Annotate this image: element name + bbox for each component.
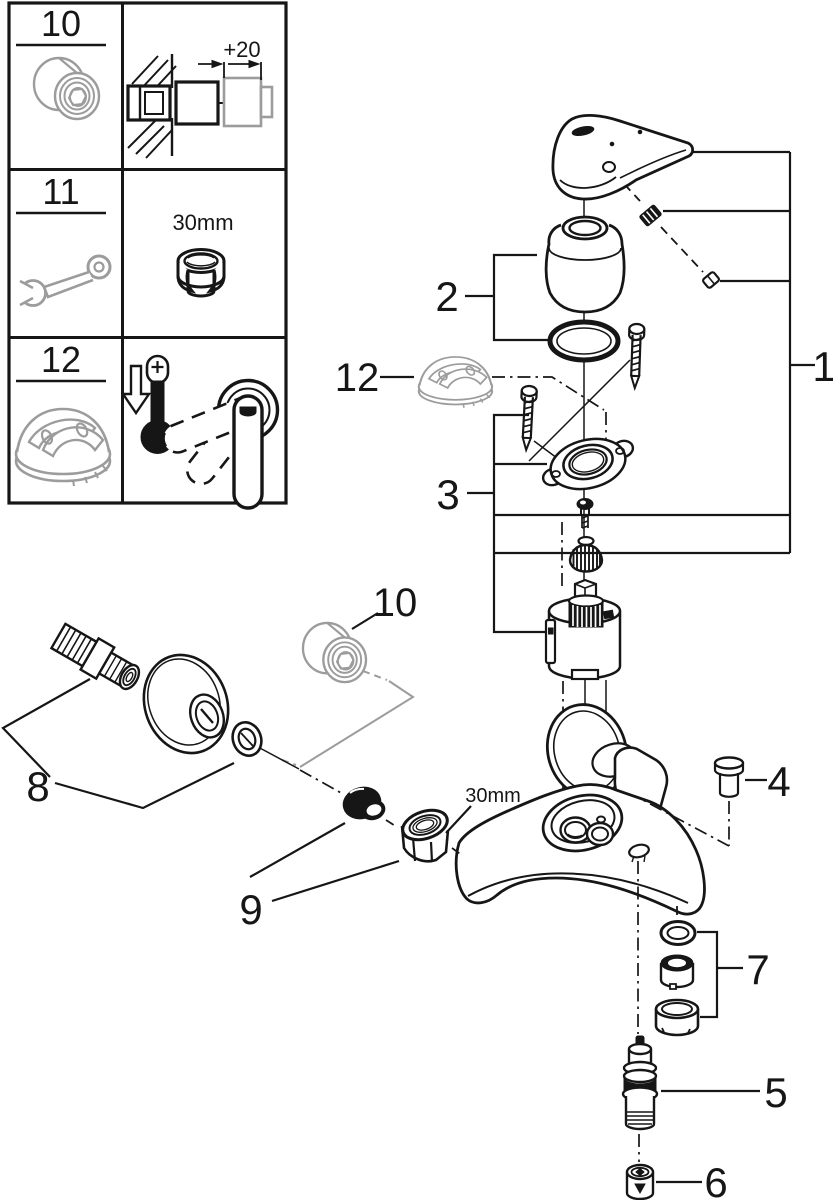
arrow-down-icon [120, 364, 152, 416]
assembly-dash-lines [385, 798, 730, 1162]
part-union-nut-30mm [400, 808, 450, 863]
temp-limiter-cap-icon [14, 407, 112, 488]
plus20-label: +20 [223, 37, 260, 62]
dimension-plus20: +20 [198, 37, 262, 80]
legend-number-12: 12 [41, 339, 81, 380]
part-o-ring [547, 319, 621, 363]
callout-4: 4 [767, 758, 790, 805]
part-mixer-body [454, 703, 706, 916]
wall-section-icon [126, 54, 274, 159]
part-aerator-insert [659, 954, 695, 990]
part-temp-stop-knob [568, 535, 604, 573]
callout-10: 10 [373, 581, 418, 625]
nut-30mm-icon [176, 248, 226, 298]
part-grub-screw [639, 204, 662, 227]
nut-size-label: 30mm [172, 210, 233, 235]
exploded-view: 1 2 3 4 5 6 7 8 9 10 12 30mm [1, 114, 833, 1200]
part-aerator-o-ring [659, 920, 697, 946]
part-wall-escutcheon [142, 653, 230, 755]
legend-row-12: 12 [14, 339, 280, 510]
part-screw-plug [702, 271, 720, 289]
callout-12: 12 [335, 356, 380, 400]
part-check-valve [621, 1035, 659, 1131]
callout-7: 7 [746, 946, 769, 993]
part-mounting-flange [541, 437, 635, 491]
part-extension-nipple [301, 621, 368, 684]
legend-row-11: 11 30mm [13, 171, 234, 309]
wrench-icon [13, 254, 112, 309]
part-lever-handle [551, 114, 695, 201]
callout-9: 9 [239, 886, 262, 933]
legend-row-10: 10 +20 [16, 3, 274, 159]
callout-5: 5 [764, 1069, 787, 1116]
part-temp-limiter-cap [417, 355, 494, 409]
extension-nipple-icon [32, 56, 101, 121]
part-mounting-screw-right [626, 322, 646, 390]
axis-lines [257, 172, 704, 812]
part-cartridge [544, 578, 622, 681]
callout-brackets [1, 150, 815, 1184]
callout-1: 1 [812, 343, 833, 390]
lever-handle-front-icon [162, 378, 280, 510]
part-aerator-sleeve [654, 998, 700, 1037]
part-hole-plug [713, 756, 745, 798]
callout-8: 8 [26, 763, 49, 810]
part-washer [231, 721, 263, 757]
part-stop-screw [576, 498, 594, 529]
callout-6: 6 [704, 1159, 727, 1200]
legend-number-11: 11 [42, 171, 79, 212]
legend-table: 10 +20 [7, 1, 288, 510]
callout-labels: 1 2 3 4 5 6 7 8 9 10 12 30mm [26, 273, 833, 1200]
part-bottom-valve [625, 1163, 655, 1200]
nut-size-annotation: 30mm [465, 785, 521, 807]
legend-number-10: 10 [41, 3, 81, 44]
part-mounting-screw-left [517, 384, 539, 452]
callout-2: 2 [435, 273, 458, 320]
part-handle-cap [544, 215, 626, 314]
callout-3: 3 [436, 471, 459, 518]
part-adapter-bush [342, 786, 386, 821]
part-s-union [49, 622, 141, 691]
